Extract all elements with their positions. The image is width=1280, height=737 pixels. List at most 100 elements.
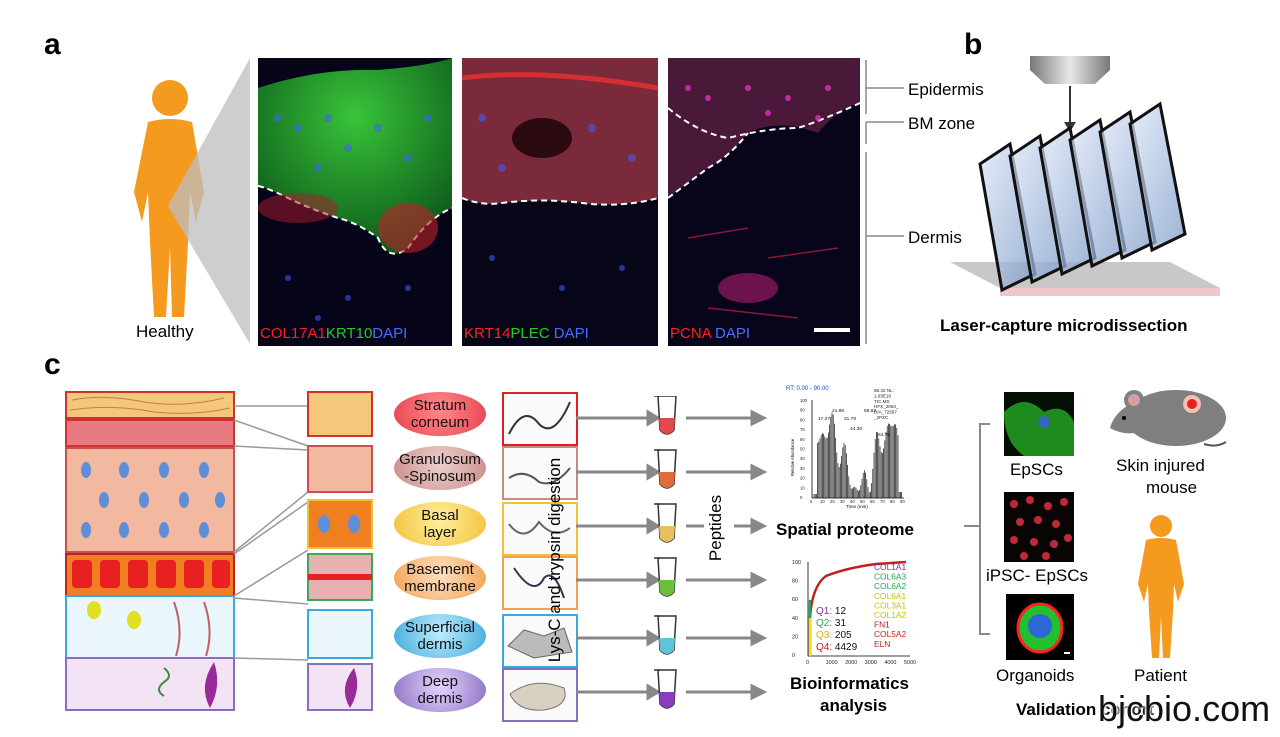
ms-ytick: 80	[800, 417, 805, 422]
digestion-label: Lys-C and trypsin digestion	[545, 457, 564, 663]
panel-label-a: a	[44, 28, 61, 61]
ms-header: RT: 0.00 - 90.00	[786, 386, 829, 392]
thumb-deep-dermis	[502, 668, 578, 722]
lcm-illustration	[950, 56, 1220, 296]
quartile-label: Q2: 31	[816, 618, 846, 629]
thumb-basal	[502, 502, 578, 556]
ms-annotation-line: TIC MS	[874, 399, 890, 404]
cum-ytick: 60	[792, 597, 798, 603]
stain-label-3: PCNA DAPI	[670, 325, 751, 342]
ipsc-epscs-image	[1004, 492, 1074, 562]
micrograph-krt14: KRT14PLEC DAPI	[462, 58, 658, 346]
micrograph-col17a1: COL17A1KRT10DAPI	[258, 58, 452, 346]
ms-ytick: 60	[800, 437, 805, 442]
ms-xtick: 80	[890, 499, 895, 504]
tube-fill	[659, 472, 675, 488]
ms-xtick: 30	[840, 499, 845, 504]
skin-schematic	[65, 391, 373, 711]
ms-ylabel: Relative Abundance	[790, 438, 795, 476]
ms-xtick: 0	[810, 499, 813, 504]
ms-ytick: 10	[800, 485, 805, 490]
thumb-basement	[502, 556, 578, 610]
protein-label: COL5A2	[874, 629, 906, 639]
ms-peak-label: 44.36	[850, 426, 862, 432]
ms-ytick: 90	[800, 408, 805, 413]
tube-fill	[659, 418, 675, 434]
panel-label-b: b	[964, 28, 983, 61]
mouse-label-2: mouse	[1146, 478, 1198, 497]
protein-label: COL6A3	[874, 572, 906, 582]
ms-peak-label: 64.76	[878, 432, 890, 438]
thumb-superficial-dermis	[502, 614, 578, 668]
healthy-label: Healthy	[136, 322, 194, 341]
cum-ytick: 80	[792, 579, 798, 585]
tube-fill	[659, 526, 675, 542]
cum-xtick: 0	[806, 660, 809, 666]
cum-ytick: 100	[792, 560, 801, 566]
tube-fill	[659, 580, 675, 596]
patient-label: Patient	[1134, 666, 1187, 685]
ms-ytick: 50	[800, 447, 805, 452]
layer-granulosum-spinosum: Granulosum-Spinosum	[394, 446, 486, 490]
ms-annotation-line: DIA_72567	[874, 410, 897, 415]
protein-label: ELN	[874, 639, 890, 649]
sample-tubes	[654, 396, 677, 709]
ms-peak-label: 21.86	[832, 408, 844, 414]
cum-ytick: 20	[792, 634, 798, 640]
ms-annotation-line: HFX_2064_	[874, 404, 899, 409]
protein-label: COL6A1	[874, 591, 906, 601]
validation-bracket	[964, 423, 990, 635]
cum-xtick: 3000	[865, 660, 877, 666]
cum-ytick: 40	[792, 616, 798, 622]
cum-ytick: 0	[792, 653, 795, 659]
stain-label-1: COL17A1KRT10DAPI	[260, 325, 408, 342]
organoids-label: Organoids	[996, 666, 1075, 685]
stain-label-2: KRT14PLEC DAPI	[464, 325, 589, 342]
protein-label: COL6A2	[874, 581, 906, 591]
bioinfo-title-2: analysis	[820, 696, 888, 715]
ms-xtick: 10	[820, 499, 825, 504]
label-epidermis: Epidermis	[908, 80, 984, 99]
panel-label-c: c	[44, 348, 61, 381]
lcm-caption: Laser-capture microdissection	[940, 316, 1188, 335]
ms-annotation-line: 1.93E10	[874, 393, 892, 398]
tube-fill	[659, 692, 675, 708]
ms-annotation-line: 88.32 NL:	[874, 388, 894, 393]
mouse-icon	[1110, 390, 1227, 447]
cum-xtick: 1000	[826, 660, 838, 666]
ms-xlabel: Time (min)	[846, 504, 868, 509]
ms-ytick: 20	[800, 476, 805, 481]
ms-ytick: 40	[800, 456, 805, 461]
mouse-label-1: Skin injured	[1116, 456, 1205, 475]
quartile-label: Q4: 4429	[816, 642, 858, 653]
ms-ytick: 30	[800, 466, 805, 471]
protein-label: COL1A1	[874, 562, 906, 572]
patient-icon	[1138, 515, 1184, 658]
quartile-label: Q3: 205	[816, 630, 852, 641]
ms-xtick: 40	[850, 499, 855, 504]
layer-brackets	[865, 60, 904, 344]
ms-xtick: 50	[860, 499, 865, 504]
protein-label: FN1	[874, 620, 890, 630]
workflow-arrows	[576, 409, 768, 701]
healthy-human-icon	[134, 80, 204, 317]
ms-peak-label: 58.83	[864, 408, 876, 414]
label-bm-zone: BM zone	[908, 114, 976, 133]
protein-label: COL3A1	[874, 600, 906, 610]
ms-peak-label: 17.27	[818, 416, 830, 422]
epscs-label: EpSCs	[1010, 460, 1063, 479]
spatial-proteome-title: Spatial proteome	[776, 520, 914, 539]
validation-title: Validation cohort	[1016, 700, 1154, 719]
cum-xtick: 4000	[884, 660, 896, 666]
tube-fill	[659, 638, 675, 654]
bioinfo-title-1: Bioinformatics	[790, 674, 910, 693]
ms-ytick: 70	[800, 427, 805, 432]
protein-label: COL1A2	[874, 610, 906, 620]
organoids-image	[1006, 594, 1074, 660]
